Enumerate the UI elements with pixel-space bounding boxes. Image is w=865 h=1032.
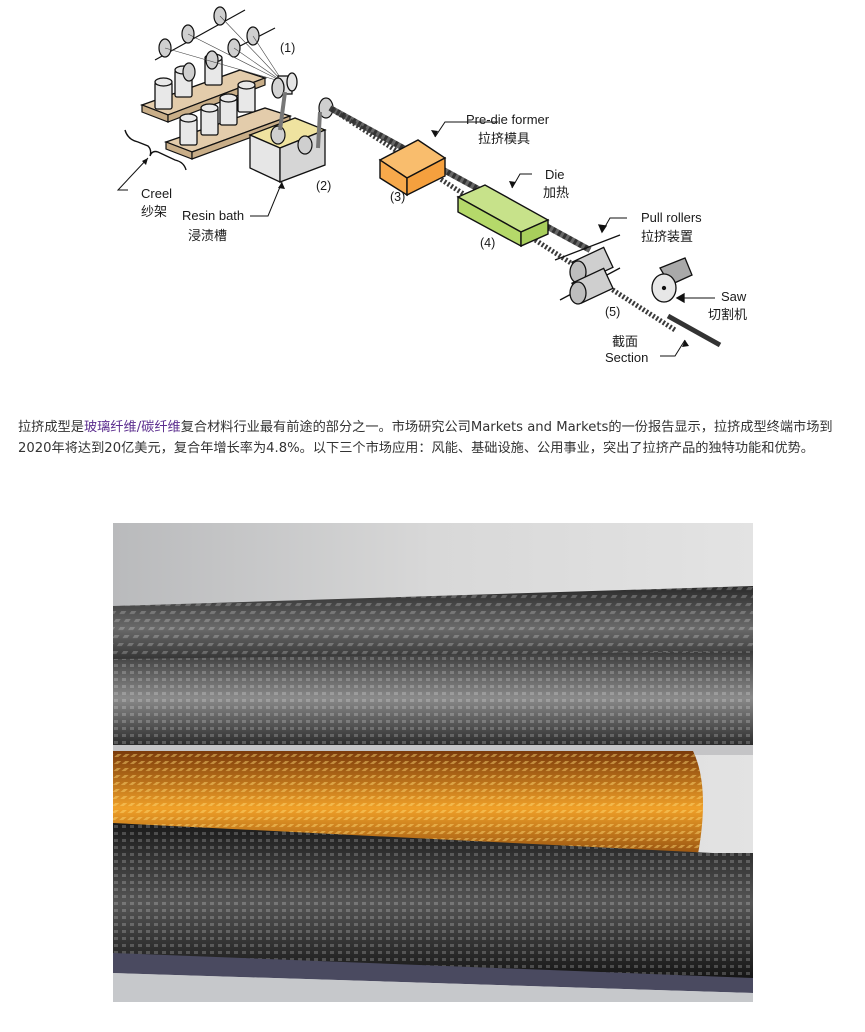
die-label-zh: 加热 [543, 186, 569, 201]
link-slash: / [136, 420, 142, 435]
step1-label: (1) [280, 41, 295, 55]
step5-label: (5) [605, 305, 620, 319]
pre-die-label-en: Pre-die former [466, 112, 550, 127]
pull-rollers [554, 217, 627, 305]
link-glass-fiber[interactable]: 玻璃纤维 [83, 420, 137, 435]
creel-label-en: Creel [141, 186, 172, 201]
pre-die-former [378, 121, 498, 197]
step3-label: (3) [390, 190, 405, 204]
article-paragraph: 拉挤成型是玻璃纤维/碳纤维复合材料行业最有前途的部分之一。市场研究公司Marke… [18, 418, 848, 459]
resin-bath-label-zh: 浸渍槽 [188, 229, 227, 244]
paragraph-text-rest: 复合材料行业最有前途的部分之一。市场研究公司Markets and Market… [18, 420, 833, 456]
saw [651, 257, 715, 304]
resin-bath [248, 91, 334, 184]
step2-label: (2) [316, 179, 331, 193]
section-label-zh: 截面 [612, 335, 638, 350]
paragraph-text-start: 拉挤成型是 [18, 420, 84, 435]
creel [116, 6, 298, 191]
carbon-tubes-photo [113, 523, 753, 1002]
die-label-en: Die [545, 167, 565, 182]
creel-label-zh: 纱架 [141, 205, 167, 220]
step4-label: (4) [480, 236, 495, 250]
pre-die-label-zh: 拉挤模具 [478, 132, 530, 147]
pultrusion-diagram: (1) (2) (3) (4) (5) Creel 纱架 Resin bath … [100, 0, 800, 375]
resin-bath-label-en: Resin bath [182, 208, 244, 223]
pull-rollers-label-en: Pull rollers [641, 210, 702, 225]
section-label-en: Section [605, 350, 648, 365]
pull-rollers-label-zh: 拉挤装置 [641, 230, 693, 245]
die-heater [456, 173, 550, 248]
link-carbon-fiber[interactable]: 碳纤维 [141, 420, 181, 435]
saw-label-zh: 切割机 [708, 307, 747, 323]
saw-label-en: Saw [721, 289, 747, 304]
